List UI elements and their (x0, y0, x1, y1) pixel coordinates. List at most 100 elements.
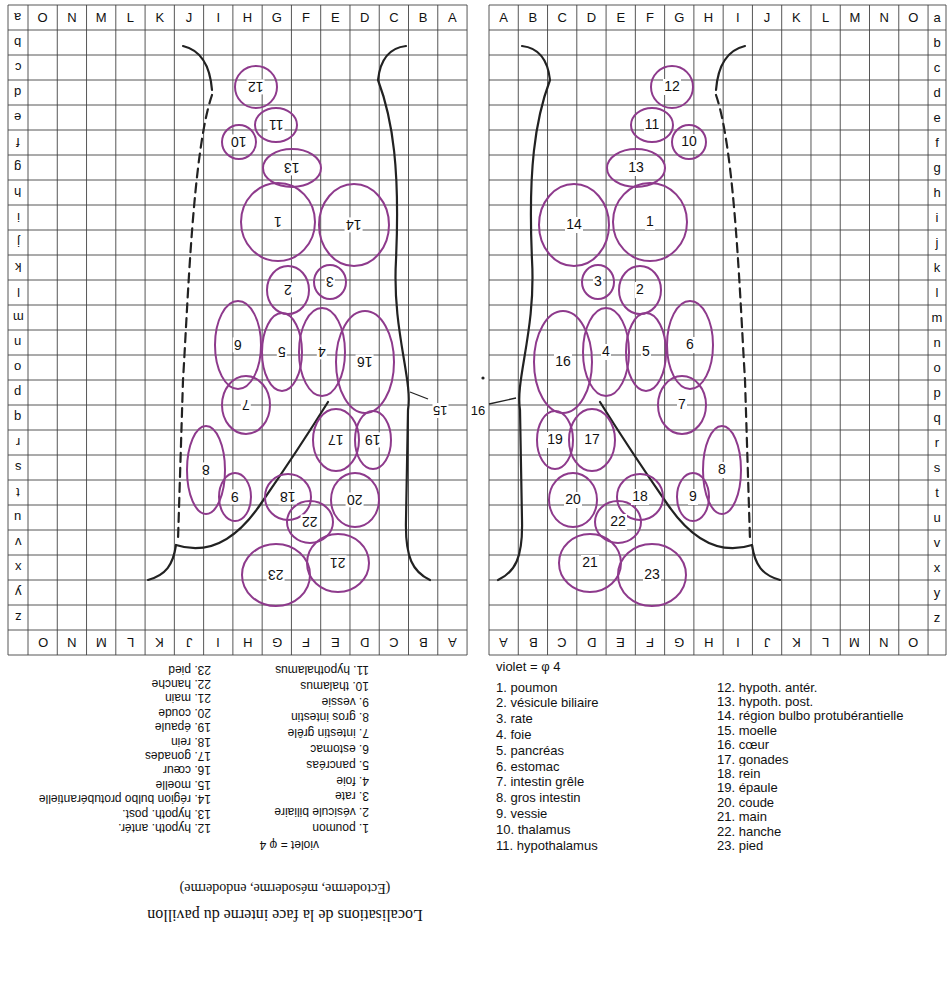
row-letter: n (932, 335, 941, 350)
region-number: 4 (317, 344, 327, 359)
region-outline-shape (267, 266, 309, 314)
region-ellipse: 17 (312, 408, 360, 472)
region-ellipse: 13 (606, 148, 666, 188)
region-number: 9 (688, 489, 698, 504)
region-number: 8 (201, 462, 211, 477)
region-outline-shape (235, 66, 277, 108)
grid-line (489, 505, 946, 506)
caption: Localisations de la face interne du pavi… (146, 906, 423, 924)
column-letter: L (126, 635, 135, 650)
ear-bottom-hook (148, 545, 176, 580)
column-letter: M (95, 635, 108, 650)
row-letter: r (15, 435, 21, 450)
column-letter: F (645, 10, 655, 25)
column-letter: E (330, 635, 341, 650)
row-letter: e (13, 110, 22, 125)
legend-note: violet = φ 4 (259, 838, 320, 852)
region-outline-shape (607, 149, 665, 187)
column-letter: G (271, 10, 283, 25)
region-ellipse: 5 (261, 312, 303, 392)
row-letter: u (932, 510, 941, 525)
grid-line (489, 230, 946, 231)
row-letter: i (935, 210, 940, 225)
legend-entry: 16. cœur (716, 737, 770, 752)
column-letter: N (66, 635, 77, 650)
column-letter: O (37, 10, 49, 25)
legend-entry: 19. épaule (716, 780, 779, 795)
ear-inner-line (600, 402, 752, 548)
region-number: 12 (247, 79, 265, 94)
grid-line (489, 605, 946, 606)
column-letter: J (763, 10, 772, 25)
grid-line (8, 505, 467, 506)
region-number: 8 (717, 462, 727, 477)
legend-entry: 5. pancréas (305, 758, 370, 772)
legend-entry: 11. hypothalamus (495, 838, 599, 853)
region-number: 11 (644, 117, 661, 132)
row-letter: t (934, 485, 940, 500)
row-letter: v (14, 535, 23, 550)
row-letter: y (14, 585, 23, 600)
region-number: 9 (230, 489, 240, 504)
row-letter: x (933, 560, 942, 575)
region-ellipse: 5 (625, 312, 667, 392)
grid-line (8, 80, 467, 81)
grid-line (489, 305, 946, 306)
column-letter: A (447, 635, 458, 650)
region-ellipse: 9 (676, 472, 710, 522)
column-letter: O (37, 635, 49, 650)
leader-line (489, 398, 516, 404)
region-outline-shape (313, 409, 359, 471)
grid-line (489, 130, 946, 131)
column-letter: O (907, 10, 919, 25)
row-letter: m (931, 310, 944, 325)
column-letter: A (447, 10, 458, 25)
row-letter: s (933, 460, 942, 475)
row-letter: s (14, 460, 23, 475)
legend-entry: 17. gonades (716, 752, 790, 767)
grid-line (489, 455, 946, 456)
grid-line (489, 5, 946, 6)
row-letter: d (13, 85, 22, 100)
row-letter: o (13, 360, 22, 375)
region-outline-shape (215, 301, 261, 389)
region-outline-shape (613, 183, 687, 261)
region-outline-shape (222, 125, 256, 159)
column-letter: H (242, 10, 253, 25)
grid-line (8, 5, 467, 6)
legend-entry: 10. thalamus (495, 822, 571, 837)
region-number: 17 (327, 432, 345, 447)
row-letter: c (14, 60, 23, 75)
region-ellipse: 11 (254, 107, 298, 143)
region-ellipse: 17 (568, 408, 616, 472)
region-ellipse: 12 (234, 65, 278, 109)
region-number: 10 (680, 134, 698, 149)
grid-line (8, 305, 467, 306)
legend-entry: 2. vésicule biliaire (495, 695, 600, 710)
grid-line (8, 180, 467, 181)
region-number: 4 (601, 344, 611, 359)
column-letter: I (735, 10, 741, 25)
region-ellipse: 3 (313, 264, 347, 300)
region-ellipse: 10 (671, 124, 707, 160)
region-number: 22 (301, 514, 319, 529)
column-letter: O (907, 635, 919, 650)
region-outline-shape (255, 108, 297, 142)
column-letter: K (791, 10, 802, 25)
row-letter: h (932, 185, 941, 200)
legend-entry: 2. vésicule biliaire (273, 805, 370, 819)
grid-line (489, 655, 946, 656)
region-number: 6 (685, 337, 695, 352)
grid-line (489, 580, 946, 581)
column-letter: L (821, 635, 830, 650)
legend-entry: 1. poumon (495, 680, 558, 695)
legend-entry: 5. pancréas (495, 743, 565, 758)
region-number: 21 (329, 555, 347, 570)
column-letter: A (498, 10, 509, 25)
legend-entry: 1. poumon (311, 821, 370, 835)
column-letter: M (848, 10, 861, 25)
row-letter: z (14, 610, 23, 625)
row-letter: b (13, 35, 22, 50)
ear-outline (498, 46, 780, 580)
legend-entry: 19. épaule (154, 720, 212, 734)
